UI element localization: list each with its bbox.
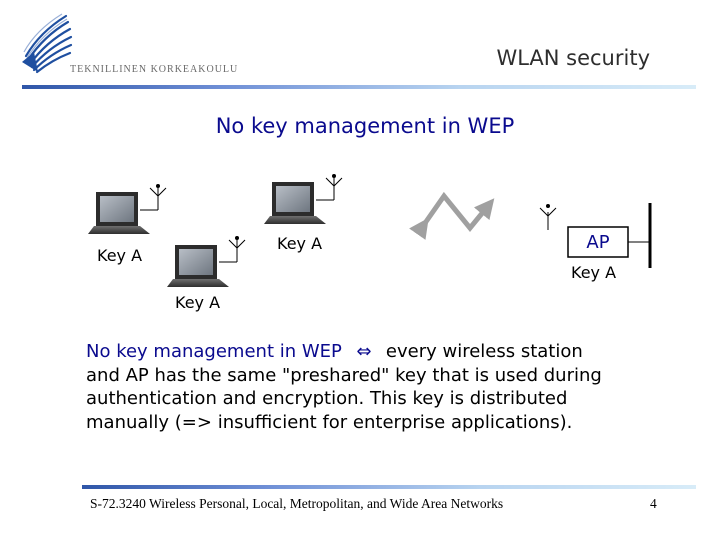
ap-key-label: Key A (571, 263, 616, 282)
wireless-link-icon (409, 191, 495, 240)
header-title: WLAN security (496, 46, 650, 70)
footer-course-title: S-72.3240 Wireless Personal, Local, Metr… (90, 496, 504, 511)
laptop-3 (167, 236, 246, 287)
body-line-2: and AP has the same "preshared" key that… (86, 364, 602, 386)
access-point (539, 203, 652, 268)
page-number: 4 (650, 496, 657, 511)
laptop-1-key-label: Key A (97, 246, 142, 265)
laptop-1 (88, 184, 167, 234)
equivalence-arrow-icon: ⇔ (356, 341, 372, 362)
laptop-2 (264, 174, 343, 224)
body-line-4: manually (=> insufficient for enterprise… (86, 411, 573, 433)
header-divider (22, 85, 696, 89)
footer-divider (82, 485, 696, 489)
body-lead: No key management in WEP (86, 341, 342, 362)
ap-label: AP (586, 232, 609, 253)
body-line-3: authentication and encryption. This key … (86, 388, 568, 409)
university-logo (22, 13, 73, 74)
slide-title: No key management in WEP (215, 114, 515, 138)
laptop-2-key-label: Key A (277, 234, 322, 253)
organization-name: TEKNILLINEN KORKEAKOULU (70, 64, 239, 75)
laptop-3-key-label: Key A (175, 293, 220, 312)
body-paragraph: No key management in WEP ⇔ every wireless … (86, 340, 686, 434)
body-line-1: every wireless station (385, 341, 583, 362)
wep-network-diagram: Key A Key A Key A AP Key A (88, 174, 652, 312)
